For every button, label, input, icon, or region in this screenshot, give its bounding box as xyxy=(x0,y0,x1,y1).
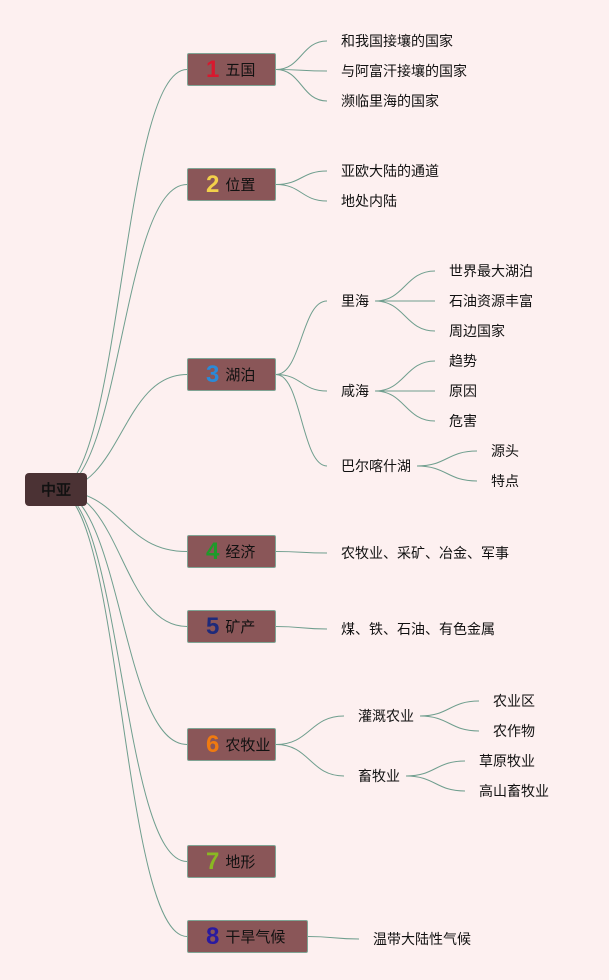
branch-edge xyxy=(275,40,328,70)
branch-edge xyxy=(275,715,345,745)
root-node[interactable]: 中亚 xyxy=(25,473,87,506)
branch-node-lakes[interactable]: 3 湖泊 xyxy=(187,358,276,391)
leaf-node[interactable]: 亚欧大陆的通道 xyxy=(341,164,439,180)
number-icon: 3 xyxy=(206,360,220,388)
branch-edge xyxy=(374,390,436,422)
branch-label: 湖泊 xyxy=(225,366,256,384)
branch-node-economy[interactable]: 4 经济 xyxy=(187,535,276,568)
branch-label: 矿产 xyxy=(225,618,256,636)
branch-edge xyxy=(307,936,360,940)
leaf-node[interactable]: 农牧业、采矿、冶金、军事 xyxy=(341,546,509,562)
leaf-node[interactable]: 原因 xyxy=(449,384,477,400)
branch-edge xyxy=(416,465,478,482)
root-edge xyxy=(55,184,188,491)
branch-edge xyxy=(275,744,345,777)
branch-edge xyxy=(275,170,328,185)
branch-edge xyxy=(405,775,466,792)
branch-label: 五国 xyxy=(225,61,256,79)
branch-edge xyxy=(275,69,328,72)
number-icon: 5 xyxy=(206,612,220,640)
branch-edge xyxy=(419,715,480,732)
number-icon: 6 xyxy=(206,730,220,758)
branch-edge xyxy=(275,374,328,467)
subtopic-node[interactable]: 咸海 xyxy=(341,384,369,400)
branch-label: 位置 xyxy=(225,176,256,194)
leaf-node[interactable]: 特点 xyxy=(491,474,519,490)
root-edge xyxy=(55,489,188,627)
subtopic-node[interactable]: 灌溉农业 xyxy=(358,709,414,725)
leaf-node[interactable]: 农作物 xyxy=(493,724,535,740)
branch-edge xyxy=(405,760,466,777)
branch-edge xyxy=(275,626,328,630)
branch-label: 经济 xyxy=(225,543,256,561)
branch-edge xyxy=(275,551,328,554)
branch-edge xyxy=(275,184,328,202)
subtopic-node[interactable]: 里海 xyxy=(341,294,369,310)
number-icon: 1 xyxy=(206,55,220,83)
leaf-node[interactable]: 濒临里海的国家 xyxy=(341,94,439,110)
leaf-node[interactable]: 农业区 xyxy=(493,694,535,710)
branch-edge xyxy=(374,300,436,332)
branch-edge xyxy=(416,450,478,467)
branch-node-climate[interactable]: 8 干旱气候 xyxy=(187,920,308,953)
branch-label: 地形 xyxy=(225,853,256,871)
branch-edge xyxy=(419,700,480,717)
number-icon: 2 xyxy=(206,170,220,198)
leaf-node[interactable]: 高山畜牧业 xyxy=(479,784,549,800)
branch-label: 干旱气候 xyxy=(225,928,286,946)
root-label: 中亚 xyxy=(40,481,71,499)
leaf-node[interactable]: 草原牧业 xyxy=(479,754,535,770)
number-icon: 7 xyxy=(206,847,220,875)
branch-node-terrain[interactable]: 7 地形 xyxy=(187,845,276,878)
branch-label: 农牧业 xyxy=(225,736,271,754)
branch-edge xyxy=(275,374,328,392)
leaf-node[interactable]: 周边国家 xyxy=(449,324,505,340)
leaf-node[interactable]: 地处内陆 xyxy=(341,194,397,210)
leaf-node[interactable]: 趋势 xyxy=(449,354,477,370)
subtopic-node[interactable]: 巴尔喀什湖 xyxy=(341,459,411,475)
branch-edge xyxy=(374,270,436,302)
branch-node-minerals[interactable]: 5 矿产 xyxy=(187,610,276,643)
branch-node-countries[interactable]: 1 五国 xyxy=(187,53,276,86)
root-edge xyxy=(55,69,188,491)
leaf-node[interactable]: 石油资源丰富 xyxy=(449,294,533,310)
leaf-node[interactable]: 危害 xyxy=(449,414,477,430)
branch-node-agriculture[interactable]: 6 农牧业 xyxy=(187,728,276,761)
leaf-node[interactable]: 和我国接壤的国家 xyxy=(341,34,453,50)
branch-node-location[interactable]: 2 位置 xyxy=(187,168,276,201)
branch-edge xyxy=(374,360,436,392)
number-icon: 8 xyxy=(206,922,220,950)
subtopic-node[interactable]: 畜牧业 xyxy=(358,769,400,785)
leaf-node[interactable]: 煤、铁、石油、有色金属 xyxy=(341,622,495,638)
leaf-node[interactable]: 源头 xyxy=(491,444,519,460)
branch-edge xyxy=(275,69,328,102)
number-icon: 4 xyxy=(206,537,220,565)
root-edge xyxy=(55,489,188,862)
leaf-node[interactable]: 与阿富汗接壤的国家 xyxy=(341,64,467,80)
root-edge xyxy=(55,489,188,937)
branch-edge xyxy=(275,300,328,375)
leaf-node[interactable]: 世界最大湖泊 xyxy=(449,264,533,280)
leaf-node[interactable]: 温带大陆性气候 xyxy=(373,932,471,948)
root-edge xyxy=(55,489,188,745)
